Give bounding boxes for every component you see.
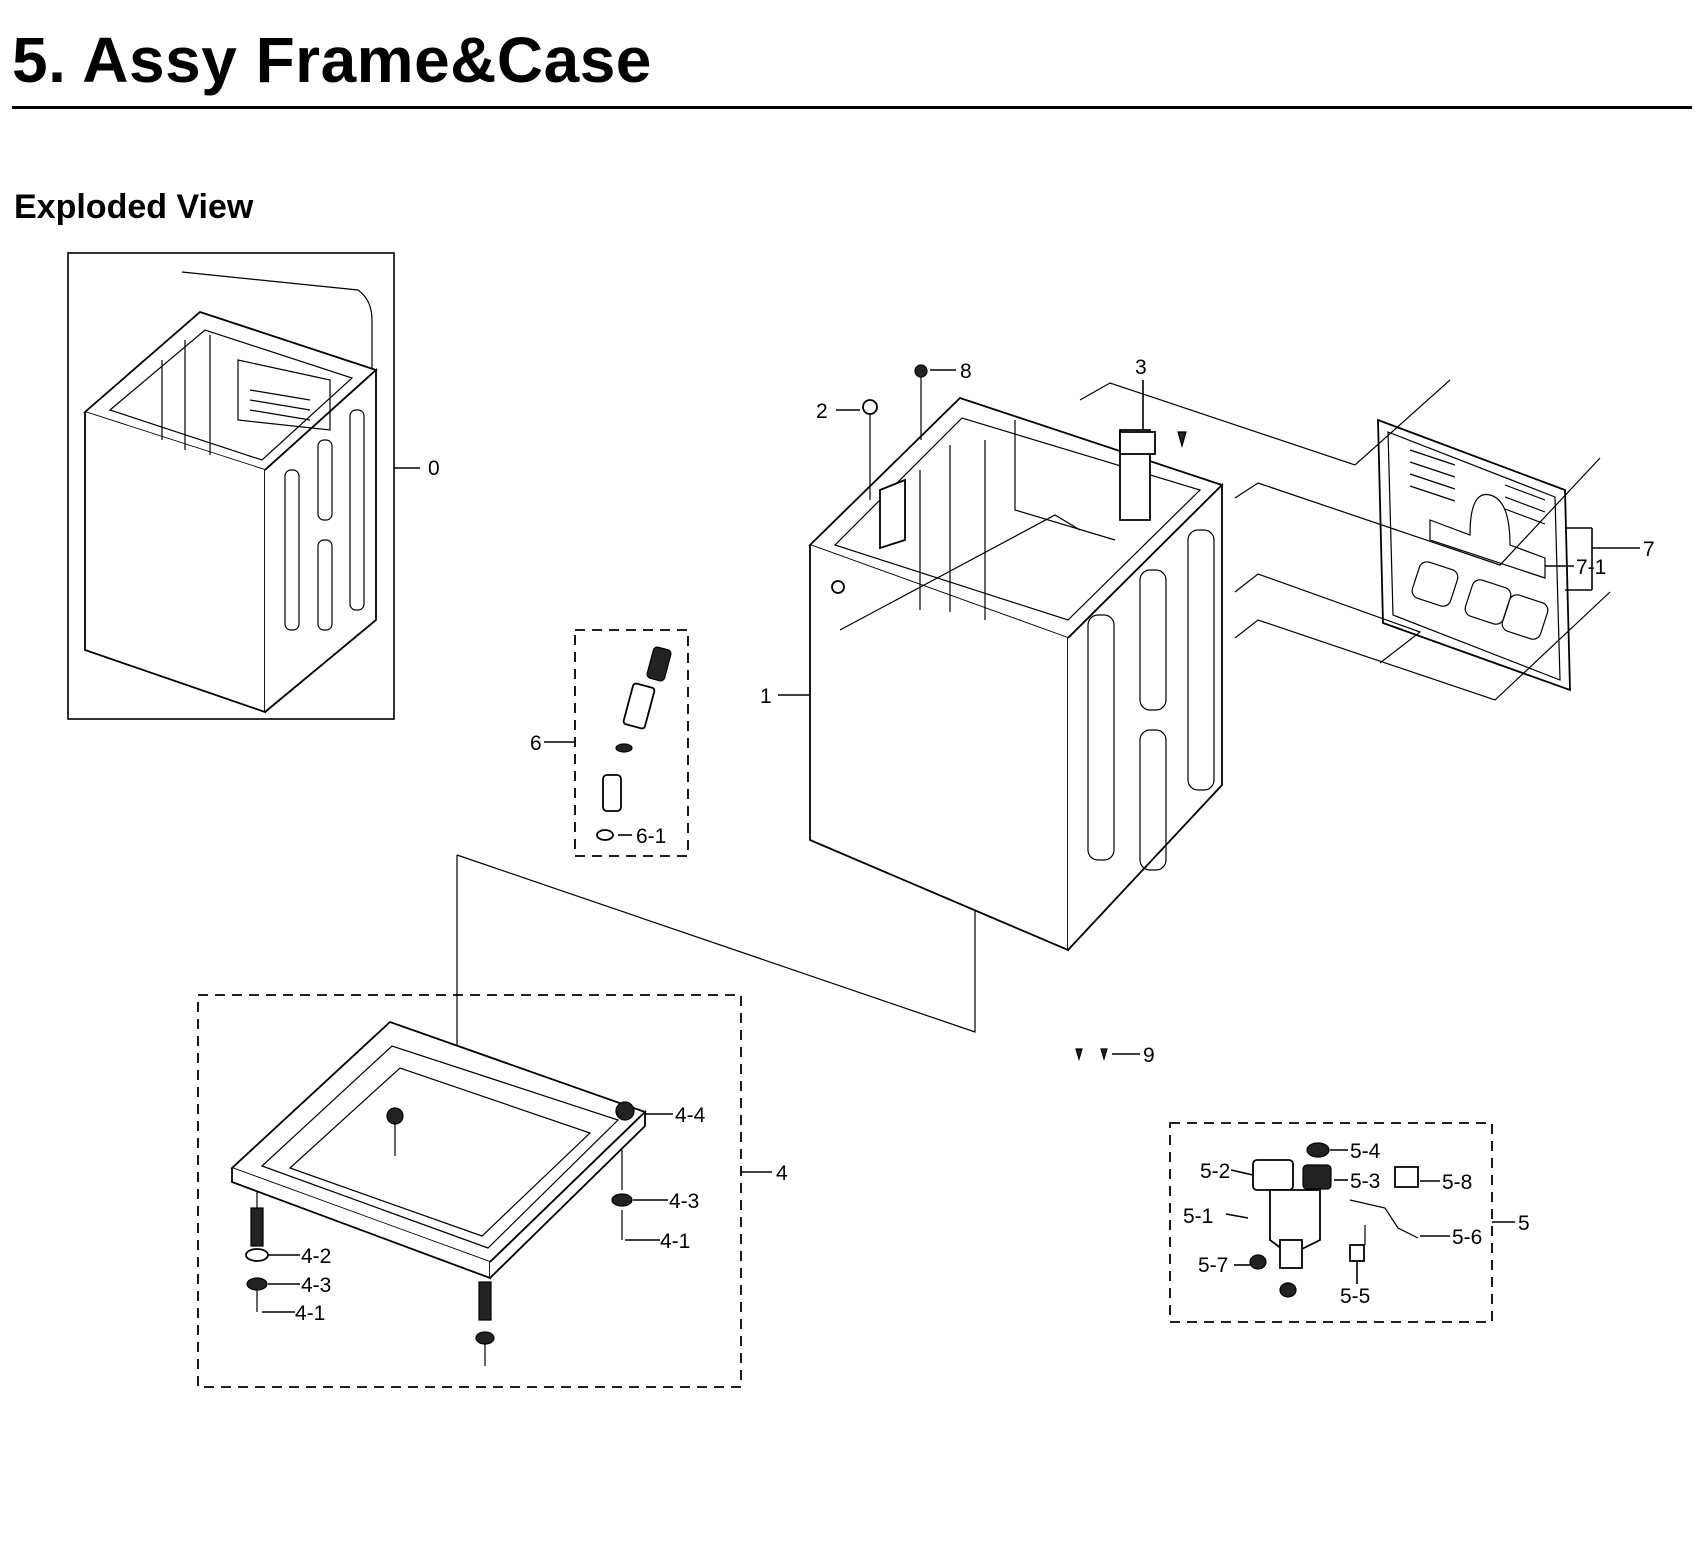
callout-labels: 0 1 2 3 4 4-1 4-1 4-2 4-3 4-3 4-4 5 5-1 … (295, 356, 1655, 1325)
base-frame-group (197, 994, 772, 1388)
label-5-6: 5-6 (1452, 1226, 1482, 1249)
label-6-1: 6-1 (636, 825, 666, 848)
label-5-4: 5-4 (1350, 1140, 1381, 1163)
label-5-5: 5-5 (1340, 1285, 1370, 1308)
back-panel (1377, 418, 1640, 692)
label-4-1a: 4-1 (295, 1302, 325, 1325)
label-7: 7 (1643, 538, 1655, 561)
water-valve-group (1169, 1122, 1515, 1323)
label-5-2: 5-2 (1200, 1160, 1230, 1183)
main-cabinet (778, 396, 1224, 952)
label-8: 8 (960, 360, 972, 383)
group-5-box (1169, 1122, 1493, 1323)
part-2 (862, 399, 878, 415)
label-3: 3 (1135, 356, 1147, 379)
screws-9 (1075, 1048, 1140, 1062)
part-8 (914, 364, 928, 378)
label-4: 4 (776, 1162, 788, 1185)
label-5-3: 5-3 (1350, 1170, 1380, 1193)
label-5: 5 (1518, 1212, 1530, 1235)
label-4-3a: 4-3 (301, 1274, 331, 1297)
page-title: 5. Assy Frame&Case (12, 24, 652, 96)
label-4-1b: 4-1 (660, 1230, 690, 1253)
small-fasteners (836, 364, 1187, 500)
label-0: 0 (428, 457, 440, 480)
label-5-1: 5-1 (1183, 1205, 1213, 1228)
label-6: 6 (530, 732, 542, 755)
title-underline (12, 106, 1692, 109)
assembled-cabinet-inset (67, 252, 420, 720)
projection-lines (456, 379, 1611, 1108)
hose-connector-group (544, 629, 689, 857)
label-7-1: 7-1 (1576, 556, 1606, 579)
label-4-2: 4-2 (301, 1245, 331, 1268)
group-4-box (197, 994, 742, 1388)
label-4-3b: 4-3 (669, 1190, 699, 1213)
part-3 (1119, 431, 1156, 455)
label-1: 1 (760, 685, 772, 708)
section-subtitle: Exploded View (14, 188, 254, 226)
label-5-7: 5-7 (1198, 1254, 1228, 1277)
group-6-box (574, 629, 689, 857)
inset-frame (67, 252, 395, 720)
label-5-8: 5-8 (1442, 1171, 1472, 1194)
label-2: 2 (816, 400, 828, 423)
label-4-4: 4-4 (675, 1104, 706, 1127)
label-9: 9 (1143, 1044, 1155, 1067)
